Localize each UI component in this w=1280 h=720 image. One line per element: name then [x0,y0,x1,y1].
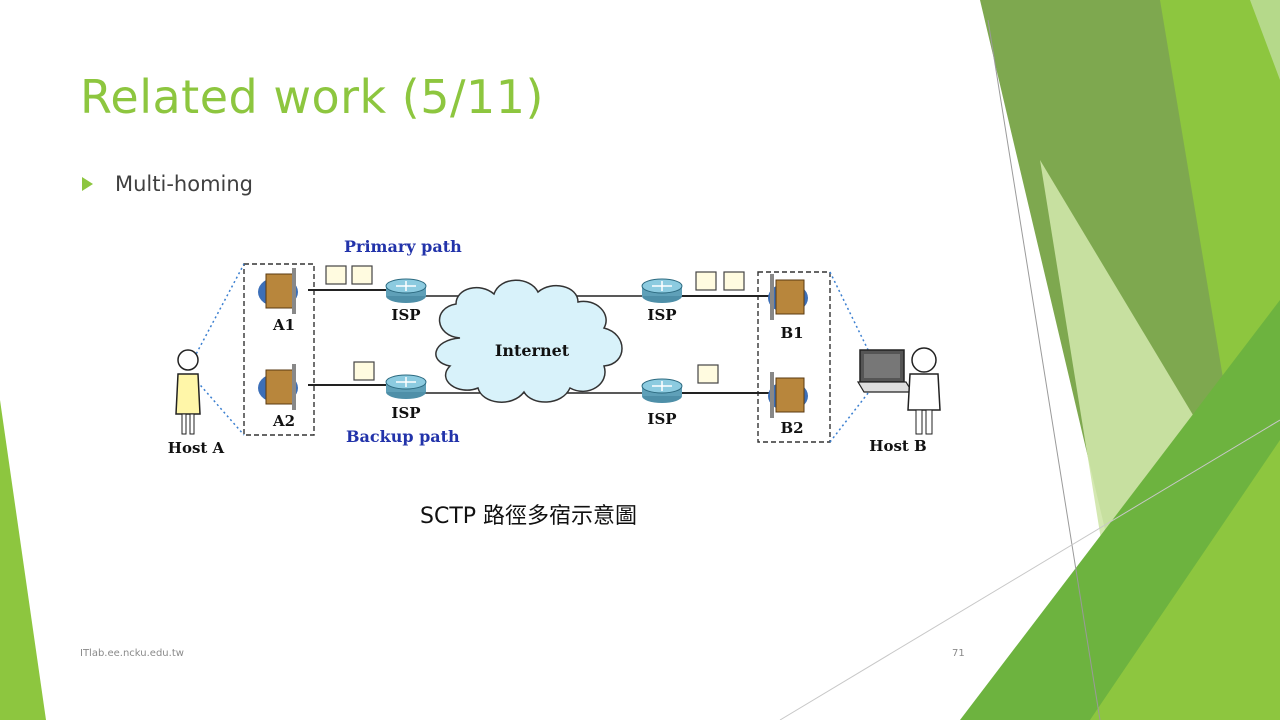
bullet-text: Multi-homing [115,172,253,196]
isp-label: ISP [391,404,420,422]
host-a-nic-box [243,263,315,436]
packet [697,364,719,384]
left-green-shape [0,400,46,720]
bottom-right-bright-shape [1090,440,1280,720]
nic-card-icon [258,268,298,314]
nic-card-icon [768,274,808,320]
packet [351,265,373,285]
internet-label: Internet [495,341,570,360]
decor-line-1 [987,19,1101,720]
footer-url: ITlab.ee.ncku.edu.tw [80,648,184,659]
packet [325,265,347,285]
internet-cloud-icon: Internet [435,279,623,403]
host-a-connector-top [193,263,245,359]
slide-title: Related work (5/11) [80,70,544,124]
nic-b2-label: B2 [780,419,803,437]
host-b-nic-box [757,271,831,443]
nic-b1-label: B1 [780,324,803,342]
isp-router-icon [641,278,683,303]
packet [353,361,375,381]
isp-label: ISP [391,306,420,324]
isp-label: ISP [647,410,676,428]
multihoming-diagram: Internet [168,237,941,457]
host-b-person-laptop-icon [856,347,941,435]
nic-card-icon [258,364,298,410]
isp-router-icon [385,278,427,303]
bullet-arrow-icon [82,177,93,191]
diagram-caption: SCTP 路徑多宿示意圖 [420,504,638,529]
right-top-light-shape [1250,0,1280,80]
backup-path-label: Backup path [346,427,460,446]
packet [723,271,745,291]
packet [695,271,717,291]
host-b-connector-top [829,271,873,359]
isp-label: ISP [647,306,676,324]
isp-router-icon [385,374,427,399]
host-b-label: Host B [869,437,926,455]
page-number: 71 [952,648,965,659]
nic-a2-label: A2 [272,412,295,430]
host-a-person-icon [175,349,201,435]
isp-router-icon [641,378,683,403]
nic-card-icon [768,372,808,418]
nic-a1-label: A1 [272,316,295,334]
decor-line-2 [779,419,1280,720]
primary-path-label: Primary path [344,237,462,256]
host-a-connector-bottom [193,377,245,436]
bullet-item: Multi-homing [82,172,253,196]
host-a-label: Host A [168,439,225,457]
host-b-connector-bottom [829,387,873,443]
